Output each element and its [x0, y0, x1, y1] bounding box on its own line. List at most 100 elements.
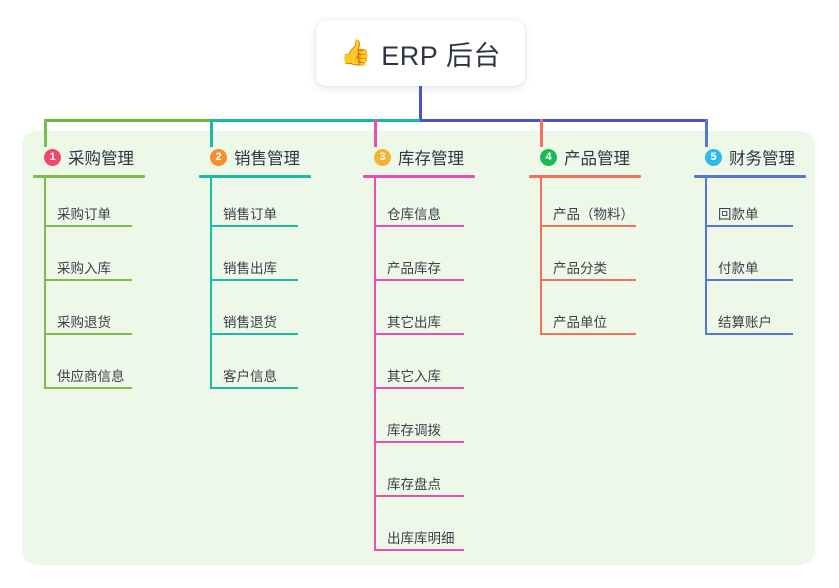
branch-header-3[interactable]: 3 库存管理 [363, 145, 475, 169]
branch-item-underline [705, 333, 793, 335]
branch-item-label: 付款单 [718, 261, 759, 276]
branch-drop-4 [540, 119, 543, 147]
branch-title: 库存管理 [398, 150, 464, 168]
branch-item-underline [374, 279, 464, 281]
branch-number-badge: 4 [540, 148, 557, 166]
branch-item[interactable]: 库存调拨 [363, 394, 475, 448]
branch-item-label: 产品分类 [553, 261, 607, 276]
branch-item[interactable]: 产品单位 [529, 286, 641, 340]
branch-item[interactable]: 回款单 [694, 178, 806, 232]
branch-title: 财务管理 [729, 150, 795, 168]
branch-item[interactable]: 采购入库 [33, 232, 145, 286]
branch-underline [529, 175, 641, 178]
branch-item-label: 回款单 [718, 207, 759, 222]
branch-item-underline [44, 279, 132, 281]
branch-item[interactable]: 库存盘点 [363, 448, 475, 502]
branch-number-badge: 3 [374, 148, 391, 166]
branch-item-underline [44, 387, 132, 389]
branch-item[interactable]: 销售出库 [199, 232, 311, 286]
branch-item[interactable]: 供应商信息 [33, 340, 145, 394]
branch-drop-2 [210, 119, 213, 147]
branch-item-underline [374, 387, 464, 389]
branch-item-list: 产品（物料） 产品分类产品单位 [529, 178, 641, 340]
branch-header-1[interactable]: 1 采购管理 [33, 145, 145, 169]
branch-item-label: 销售订单 [223, 207, 277, 222]
branch-column-3: 3 库存管理仓库信息产品库存其它出库其它入库库存调拨库存盘点出库库明细 [363, 145, 475, 556]
root-node-title: ERP 后台 [381, 40, 501, 71]
branch-drop-5 [705, 119, 708, 147]
branch-header-2[interactable]: 2 销售管理 [199, 145, 311, 169]
branch-item[interactable]: 出库库明细 [363, 502, 475, 556]
branch-item-list: 销售订单销售出库销售退货客户信息 [199, 178, 311, 394]
branch-column-5: 5 财务管理回款单付款单结算账户 [694, 145, 806, 340]
branch-item[interactable]: 仓库信息 [363, 178, 475, 232]
branch-number-badge: 5 [705, 148, 722, 166]
bus-segment-3 [420, 119, 707, 122]
branch-underline [694, 175, 806, 178]
branch-item[interactable]: 产品（物料） [529, 178, 641, 232]
branch-item-underline [210, 225, 298, 227]
branch-item-label: 销售出库 [223, 261, 277, 276]
branch-item-underline [44, 225, 132, 227]
root-node[interactable]: 👍 ERP 后台 [316, 20, 525, 86]
branch-item-underline [374, 495, 464, 497]
branch-item[interactable]: 采购订单 [33, 178, 145, 232]
branch-item-label: 其它出库 [387, 315, 441, 330]
branch-item-list: 采购订单采购入库采购退货供应商信息 [33, 178, 145, 394]
branch-column-1: 1 采购管理采购订单采购入库采购退货供应商信息 [33, 145, 145, 394]
branch-drop-3 [374, 119, 377, 147]
branch-item-underline [540, 225, 636, 227]
branch-item-label: 客户信息 [223, 369, 277, 384]
branch-title: 销售管理 [234, 150, 300, 168]
branch-number-badge: 1 [44, 148, 61, 166]
branch-underline [363, 175, 475, 178]
branch-item[interactable]: 客户信息 [199, 340, 311, 394]
branch-number-badge: 2 [210, 148, 227, 166]
branch-item-underline [705, 225, 793, 227]
branch-underline [199, 175, 311, 178]
branch-item-label: 采购入库 [57, 261, 111, 276]
branch-item[interactable]: 结算账户 [694, 286, 806, 340]
branch-spine [44, 178, 46, 389]
branch-item[interactable]: 付款单 [694, 232, 806, 286]
branch-header-5[interactable]: 5 财务管理 [694, 145, 806, 169]
branch-item-label: 采购退货 [57, 315, 111, 330]
branch-item[interactable]: 其它出库 [363, 286, 475, 340]
branch-item[interactable]: 其它入库 [363, 340, 475, 394]
branch-item-label: 采购订单 [57, 207, 111, 222]
branch-item-label: 出库库明细 [387, 531, 455, 546]
branch-item-underline [374, 225, 464, 227]
branch-item-label: 仓库信息 [387, 207, 441, 222]
thumbs-up-icon: 👍 [340, 38, 372, 67]
branch-item-underline [210, 333, 298, 335]
branch-spine [540, 178, 542, 335]
branch-item[interactable]: 销售退货 [199, 286, 311, 340]
branch-item-label: 库存调拨 [387, 423, 441, 438]
branch-item-label: 产品单位 [553, 315, 607, 330]
bus-segment-2 [210, 119, 420, 122]
root-stem [419, 86, 422, 122]
branch-item-underline [374, 333, 464, 335]
branch-item-label: 销售退货 [223, 315, 277, 330]
branch-item-underline [540, 279, 636, 281]
branch-underline [33, 175, 145, 178]
branch-item-label: 结算账户 [718, 315, 772, 330]
branch-item-list: 回款单付款单结算账户 [694, 178, 806, 340]
branch-item-label: 产品库存 [387, 261, 441, 276]
branch-item-underline [44, 333, 132, 335]
branch-spine [705, 178, 707, 335]
branch-spine [210, 178, 212, 389]
branch-item[interactable]: 产品库存 [363, 232, 475, 286]
branch-item[interactable]: 产品分类 [529, 232, 641, 286]
branch-item-underline [210, 387, 298, 389]
branch-item-label: 其它入库 [387, 369, 441, 384]
branch-item[interactable]: 采购退货 [33, 286, 145, 340]
branch-title: 采购管理 [68, 150, 134, 168]
branch-item-label: 供应商信息 [57, 369, 125, 384]
branch-item[interactable]: 销售订单 [199, 178, 311, 232]
branch-item-label: 库存盘点 [387, 477, 441, 492]
branch-item-underline [705, 279, 793, 281]
